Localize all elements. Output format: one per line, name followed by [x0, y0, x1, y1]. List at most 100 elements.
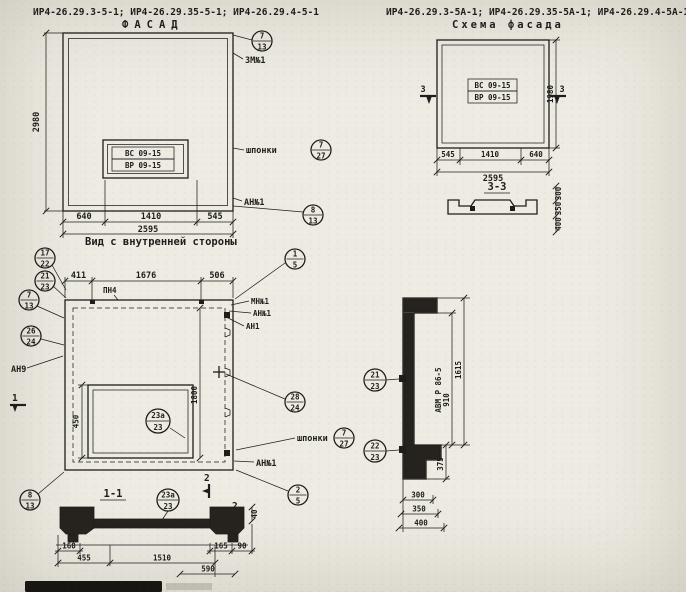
callout-den: 22 — [40, 260, 49, 269]
dim-1800-vert: 1800 — [190, 304, 204, 462]
callout-26-24: 26 24 — [20, 325, 65, 347]
scheme-title: Схема фасада — [452, 19, 564, 31]
label-zm1: ЗМ№1 — [232, 52, 265, 66]
callout-23a-23-inner: 23а 23 — [145, 408, 186, 439]
callout-den: 24 — [26, 338, 36, 347]
callout-den: 27 — [316, 152, 325, 161]
callout-num: 23а — [161, 491, 175, 500]
callout-den: 5 — [296, 497, 301, 506]
section-mark-2-b: 2 — [232, 501, 238, 512]
callout-8-13-facade: 8 13 — [232, 204, 324, 226]
anchor-label: АН№1 — [253, 309, 272, 318]
callout-num: 28 — [290, 393, 300, 402]
anchor-cross — [213, 366, 225, 378]
mark-label: ЗМ№1 — [245, 56, 265, 66]
anchor-label: АН№1 — [244, 198, 264, 208]
callout-num: 7 — [260, 32, 265, 41]
callout-num: 21 — [370, 371, 380, 380]
callout-den: 23 — [40, 283, 50, 292]
label-an1-short: АН1 — [225, 316, 260, 331]
callout-num: 21 — [40, 272, 50, 281]
callout-2-5: 2 5 — [235, 469, 309, 506]
scheme-opening: ВС 09-15 ВР 09-15 — [467, 78, 518, 104]
section-1-1-title: 1-1 — [104, 488, 123, 500]
label-an9: АН9 — [11, 355, 64, 375]
callout-num: 17 — [40, 249, 49, 258]
callout-den: 23 — [163, 502, 173, 511]
dim-160: 160 — [62, 542, 76, 551]
callout-num: 1 — [293, 250, 298, 259]
label-an1-facade: АН№1 — [232, 197, 264, 208]
inner-view: Вид с внутренней стороны 411 1676 506 ПН… — [10, 236, 355, 526]
callout-28-24: 28 24 — [225, 373, 306, 413]
callout-num: 2 — [296, 486, 301, 495]
inner-top-dims: 411 1676 506 — [61, 271, 237, 300]
section-3-3: 3-3 300 350 400 — [447, 181, 563, 236]
callout-den: 24 — [290, 404, 300, 413]
callout-num: 23а — [151, 411, 165, 420]
keys-label: шпонки — [246, 146, 277, 156]
section-mark-3-left: 3 — [420, 85, 425, 95]
dim-1510: 1510 — [153, 554, 172, 563]
dim-1980: 1980 — [546, 84, 555, 103]
callout-1-5: 1 5 — [234, 248, 306, 300]
callout-num: 7 — [319, 141, 324, 150]
dim-1410: 1410 — [481, 150, 500, 159]
dim-545: 545 — [207, 212, 222, 222]
callout-den: 23 — [153, 423, 163, 432]
callout-21-23-inner: 21 23 — [34, 270, 67, 299]
anchor-label: АН1 — [246, 322, 260, 331]
callout-21-23-side: 21 23 — [363, 368, 400, 392]
callout-num: 26 — [26, 327, 36, 336]
scheme-height-dim: 1980 — [546, 36, 560, 152]
callout-den: 13 — [308, 217, 318, 226]
facade-view: ВС 09-15 ВР 09-15 2980 640 1410 545 2595… — [32, 29, 332, 238]
section-mark-2-a: 2 — [204, 473, 210, 484]
facade-bottom-dims: 640 1410 545 2595 — [59, 180, 237, 238]
section-3-marks: 3 3 — [420, 85, 566, 104]
dim-450: 450 — [72, 414, 81, 428]
section-1-mark: 1 — [10, 393, 26, 412]
callout-num: 8 — [28, 491, 33, 500]
dim-40: 40 — [250, 509, 259, 519]
dim-400: 400 — [554, 217, 563, 231]
inner-opening — [87, 384, 194, 459]
dim-411: 411 — [71, 271, 86, 281]
section-3-3-title: 3-3 — [488, 181, 507, 193]
callout-den: 13 — [24, 302, 34, 311]
section-3-3-profile — [447, 199, 538, 215]
section-1-1-dims: 160 165 90 455 1510 590 — [54, 524, 256, 578]
callout-8-13-inner: 8 13 — [19, 471, 65, 511]
callout-den: 13 — [257, 43, 267, 52]
dim-1615: 1615 — [454, 361, 463, 379]
dim-590: 590 — [201, 565, 215, 574]
dim-2980: 2980 — [32, 112, 42, 132]
vent-block-code-1: ВС 09-15 — [125, 149, 161, 158]
dim-2595: 2595 — [483, 174, 503, 184]
scan-smudge — [166, 583, 212, 590]
dim-375: 375 — [436, 457, 445, 471]
dim-455: 455 — [77, 554, 91, 563]
side-section: 21 23 22 23 АВМ Р 86-5 1615 910 375 — [363, 294, 470, 532]
dim-350: 350 — [554, 201, 563, 215]
callout-den: 5 — [293, 261, 298, 270]
callout-den: 23 — [370, 382, 380, 391]
callout-den: 23 — [370, 453, 380, 462]
callout-23a-23-section: 23а 23 — [156, 488, 180, 521]
callout-num: 8 — [311, 206, 316, 215]
dim-1410: 1410 — [141, 212, 161, 222]
inner-view-title: Вид с внутренней стороны — [85, 236, 237, 248]
keys-label: шпонки — [297, 434, 328, 444]
tie-label: ПН4 — [103, 286, 117, 295]
callout-7-13-top: 7 13 — [232, 30, 273, 52]
scheme-view: ВС 09-15 ВР 09-15 3 3 545 1410 640 2595 — [420, 36, 566, 184]
dim-90: 90 — [237, 542, 247, 551]
callout-den: 13 — [25, 502, 35, 511]
dim-450-vert: 450 — [72, 381, 88, 462]
dim-350: 350 — [412, 505, 426, 514]
callout-num: 22 — [370, 442, 379, 451]
header-right: ИР4-26.29.3-5А-1; ИР4-26.29.35-5А-1; ИР4… — [386, 7, 686, 31]
anchor-label: АН9 — [11, 365, 26, 375]
